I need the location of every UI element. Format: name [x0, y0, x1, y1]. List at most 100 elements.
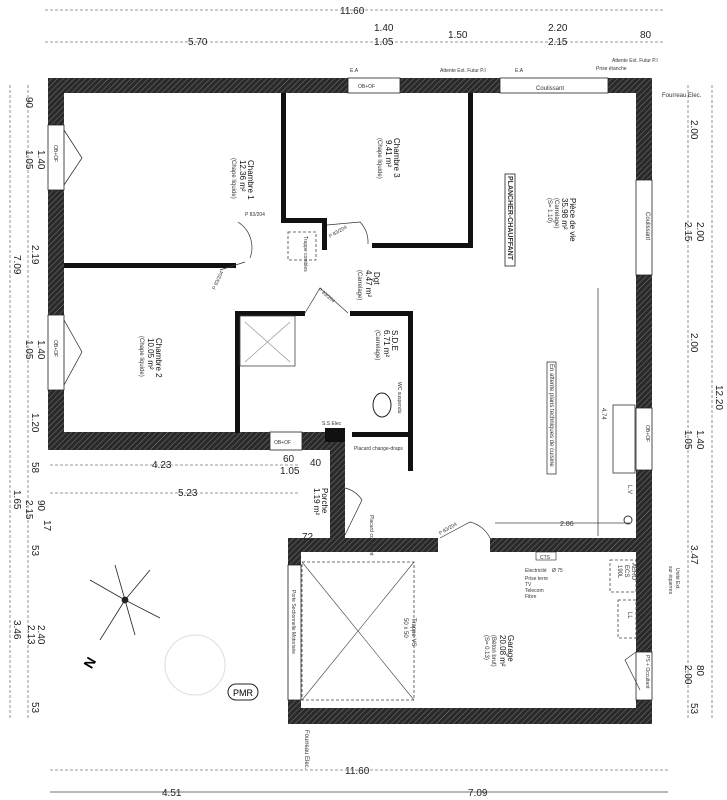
dim: 17	[41, 520, 52, 532]
dim: 1.05	[23, 150, 34, 170]
dim: 11.60	[345, 766, 370, 777]
placard-coulissant-label: Placard coulissant	[368, 515, 374, 556]
dim-top-total: 11.60	[340, 6, 365, 17]
attente-ext-right: Attente Ext. Futur P.I	[612, 58, 658, 64]
prise-terre-label: Prise terre	[525, 576, 548, 582]
dim: 4.23	[152, 460, 172, 471]
room-area: 12.36 m²	[238, 160, 247, 192]
cuisine-note: En attente plans techniques de cuisine	[548, 364, 554, 467]
room-name: Garage	[506, 635, 515, 662]
room-area: 35.98 m²	[560, 198, 569, 230]
dim: 40	[310, 458, 322, 469]
wc-label: WC suspendu	[396, 382, 402, 414]
ll-box	[617, 599, 637, 639]
ll-label: LL	[626, 612, 632, 619]
dim: 80	[694, 665, 705, 677]
north-label: N	[80, 654, 99, 671]
room-chambre1: Chambre 1 12.36 m² (Chape liquide)	[230, 158, 255, 200]
room-name: S.D.E	[390, 330, 399, 351]
room-area: 6.71 m²	[382, 330, 391, 357]
ecs-label: ECS	[623, 565, 629, 577]
dim: 2.15	[682, 222, 693, 242]
lv-icon	[623, 515, 633, 525]
dim: 80	[640, 30, 652, 41]
dim: 1.20	[29, 413, 40, 433]
room-name: Chambre 2	[154, 338, 163, 378]
room-dgt: Dgt 4.47 m² (Carrelage)	[356, 270, 381, 300]
room-floor: (Chape liquide)	[138, 336, 144, 377]
dim: 60	[283, 454, 295, 465]
door-garage: P 83/204	[438, 521, 458, 536]
dim: 90	[35, 500, 46, 512]
window-coulissant-right	[635, 179, 653, 276]
coulissant-top-label: Coulissant	[536, 86, 564, 92]
dim: 1.40	[694, 430, 705, 450]
window-garage-ps	[635, 651, 653, 701]
dim: 7.09	[468, 788, 488, 799]
dim: 2.00	[688, 333, 699, 353]
dimension-lines	[9, 9, 713, 793]
room-floor: (Chape liquide)	[230, 158, 236, 199]
coulissant-right-label: Coulissant	[644, 212, 650, 240]
room-piece-de-vie: Pièce de vie 35.98 m² (Carrelage) (S= 1.…	[546, 198, 577, 242]
dim: 2.00	[694, 222, 705, 242]
dim: 1.65	[11, 490, 22, 510]
dim: 4.51	[162, 788, 182, 799]
dim: 2.15	[548, 37, 568, 48]
exterior-walls	[48, 78, 652, 724]
fixtures	[164, 231, 637, 701]
dim: 2.00	[682, 665, 693, 685]
window-coulissant-top	[499, 77, 609, 94]
trappe-combles-box	[287, 231, 317, 261]
dim-474: 4.74	[600, 408, 606, 420]
trappe-combles-label: Trappe combles	[302, 236, 308, 272]
window-chambre1	[47, 124, 65, 191]
garage-sectional-door	[287, 564, 302, 701]
plancher-chauffant-label: PLANCHER-CHAUFFANT	[506, 176, 513, 261]
dim: 1.05	[682, 430, 693, 450]
sink	[612, 404, 636, 474]
ob-of-sde: OB+OF	[274, 440, 291, 446]
pe-label: PE	[338, 500, 344, 507]
trappe-vs-label: Trappe VS	[410, 618, 416, 646]
dimensions-top: 11.60 5.70 1.40 1.05 1.50 2.20 2.15 80	[188, 6, 652, 48]
dim: 2.20	[548, 23, 568, 34]
fibre-label: Fibre	[525, 594, 537, 600]
room-name: Dgt	[372, 272, 381, 285]
porte-sectionnelle-label: Porte Sectionnelle Motorisée	[290, 590, 296, 654]
door-chambre3: P 83/204	[328, 224, 348, 239]
aero-label: AERO	[630, 563, 636, 580]
pmr-label: PMR	[233, 688, 254, 698]
aero-ecs-box	[609, 559, 637, 593]
dim-286: 2.86	[560, 521, 574, 528]
telecom-label: Telecom	[525, 588, 544, 594]
room-area: 20.08 m²	[498, 635, 507, 667]
room-name: Chambre 1	[246, 160, 255, 200]
room-floor: (Carrelage)	[374, 330, 380, 360]
cts-label: CTS	[540, 555, 551, 561]
room-floor: (Chape liquide)	[376, 138, 382, 179]
electricite-diameter: Ø 75	[552, 568, 563, 574]
pmr-badge: PMR	[227, 683, 259, 701]
dimensions-bottom: 11.60 4.51 7.09	[162, 766, 488, 799]
dim: 2.15	[23, 500, 34, 520]
north-compass	[89, 564, 161, 641]
room-name: Chambre 3	[392, 138, 401, 178]
trappe-vs-size: 50 x 50	[402, 618, 408, 638]
dim: 2.40	[35, 625, 46, 645]
ps-occultant-label: PS + Occultant	[644, 655, 650, 689]
sur-equerres-label: sur équerres	[667, 566, 673, 595]
ob-of-kitchen: OB+OF	[644, 425, 650, 442]
room-name: Pièce de vie	[568, 198, 577, 242]
windows	[47, 77, 653, 701]
dim: 3.46	[11, 620, 22, 640]
dim: 53	[29, 702, 40, 714]
room-chambre2: Chambre 2 10.05 m² (Chape liquide)	[138, 336, 163, 378]
pmr-circle	[164, 634, 226, 696]
trappe-vs-box	[301, 561, 415, 701]
tv-label: TV	[525, 582, 532, 588]
ob-of-chambre1: OB+OF	[52, 145, 58, 162]
dimensions-right: 2.00 2.00 2.15 2.00 1.40 1.05 3.47 80 2.…	[682, 120, 724, 715]
lv-label: L.V	[626, 485, 632, 494]
